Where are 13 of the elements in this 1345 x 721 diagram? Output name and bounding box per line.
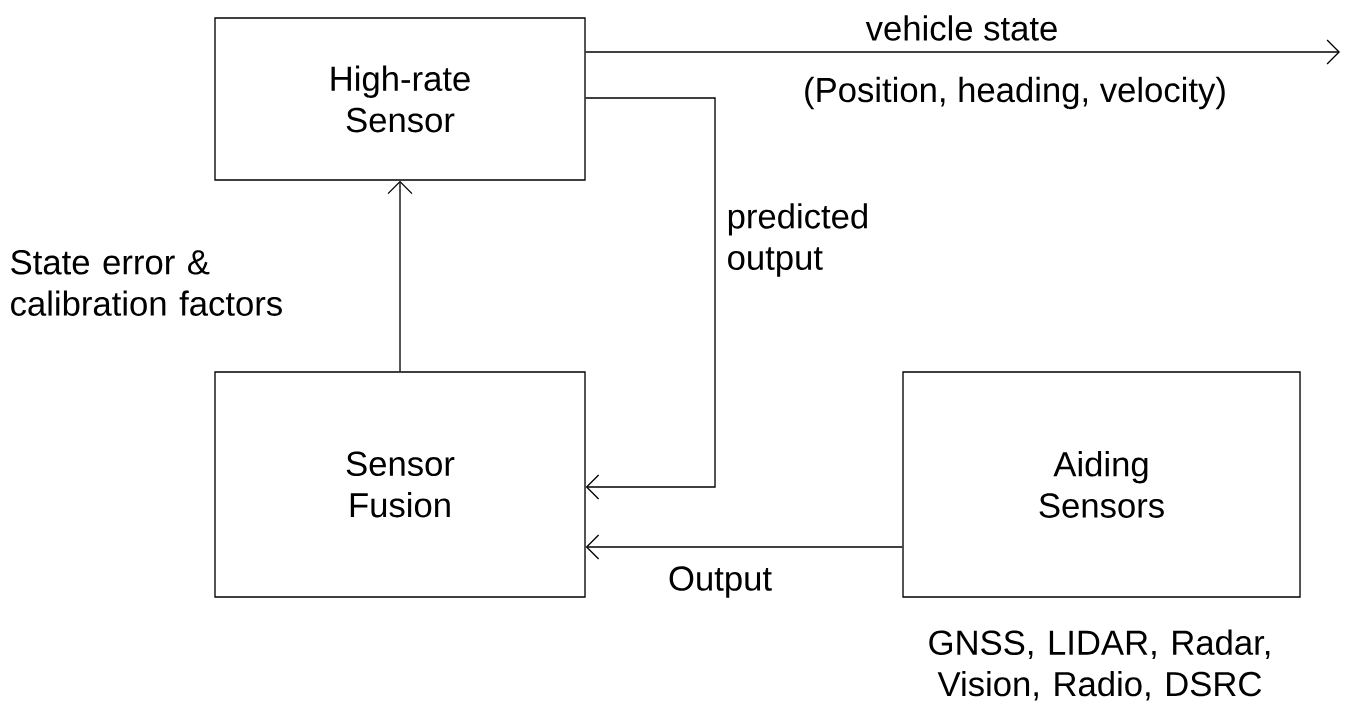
process-box: High-rate Sensor <box>214 17 586 181</box>
arrow <box>585 534 903 560</box>
process-box: Sensor Fusion <box>214 371 586 598</box>
arrow <box>585 39 1341 65</box>
sensor-list: GNSS, LIDAR, Radar, Vision, Radio, DSRC <box>929 629 1270 701</box>
edge-label: State error & calibration factors <box>11 250 282 316</box>
state-label: (Position, heading, velocity) <box>805 76 1225 110</box>
edge-label: vehicle state <box>865 15 1057 41</box>
arrow <box>387 180 413 372</box>
process-box: Aiding Sensors <box>902 371 1301 598</box>
edge-label: predicted output <box>728 203 867 277</box>
edge-label: Output <box>669 566 772 598</box>
arrow <box>585 97 716 500</box>
